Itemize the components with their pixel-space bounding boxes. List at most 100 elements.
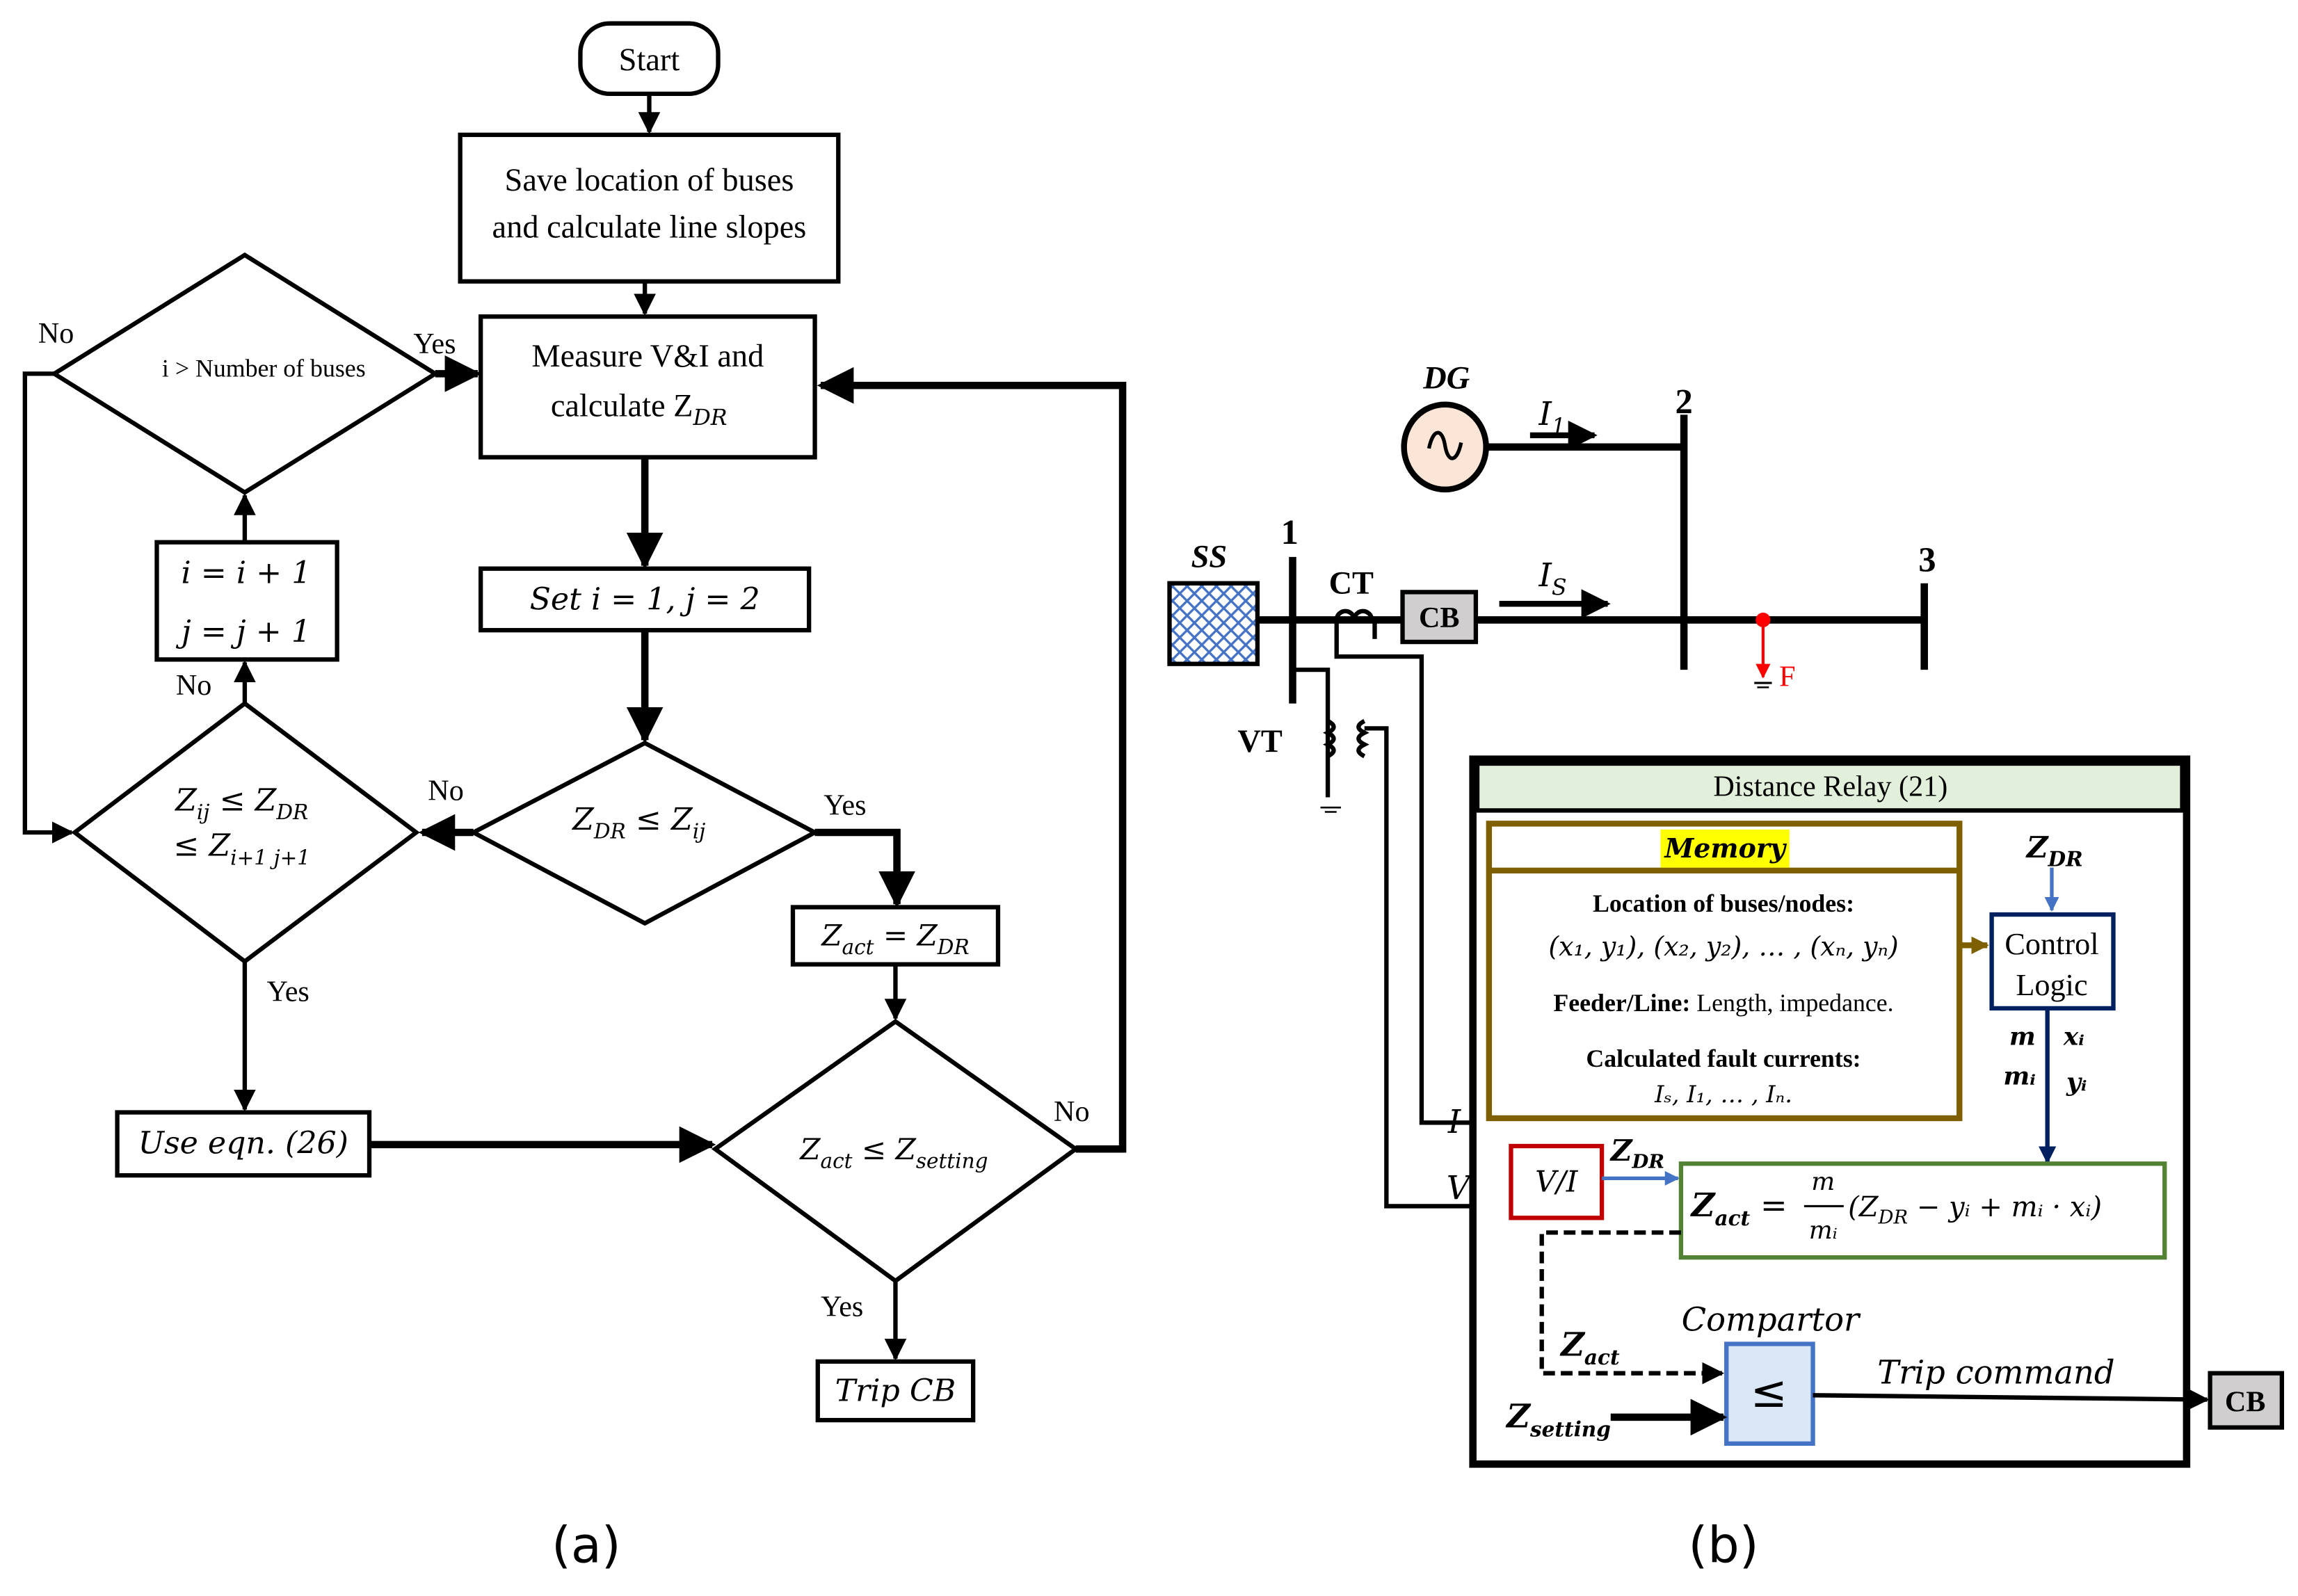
zact-dashed-arrow <box>1539 1230 1725 1385</box>
start-terminal: Start <box>578 21 721 97</box>
memory-fault-values: Iₛ, I₁, … , Iₙ. <box>1654 1081 1792 1108</box>
save-locations-process: Save location of buses and calculate lin… <box>458 132 841 284</box>
ct-label: CT <box>1329 566 1374 602</box>
label-yes-zdr: Yes <box>823 789 866 822</box>
use-eqn-label: Use eqn. (26) <box>138 1126 348 1161</box>
formula-lhs: Zact = <box>1690 1186 1787 1230</box>
decision-zdr-le-zij: ZDR ≤ Zij <box>468 740 820 926</box>
memory-locations-title: Location of buses/nodes: <box>1593 889 1854 917</box>
control-out-m: m <box>2009 1022 2036 1051</box>
substation-icon <box>1167 581 1260 666</box>
label-no-setting: No <box>1054 1095 1089 1128</box>
caption-b: (b) <box>1688 1517 1758 1574</box>
decision-zdr-label: ZDR ≤ Zij <box>571 802 705 844</box>
comparator-symbol: ≤ <box>1751 1366 1787 1417</box>
caption-a: (a) <box>552 1517 621 1574</box>
assign-zact-label: Zact = ZDR <box>820 918 969 959</box>
measure-process: Measure V&I and calculate ZDR <box>478 314 817 460</box>
relay-title: Distance Relay (21) <box>1713 770 1947 803</box>
memory-feeder: Feeder/Line: Length, impedance. <box>1553 989 1893 1017</box>
vi-label: V/I <box>1535 1164 1579 1198</box>
bus-3-label: 3 <box>1918 540 1936 579</box>
vt-coil-icon <box>1323 719 1369 759</box>
i-signal-label: I <box>1447 1103 1462 1140</box>
vt-connection <box>1292 667 1331 798</box>
use-eqn-process: Use eqn. (26) <box>115 1110 372 1178</box>
zsetting-input-label: Zsetting <box>1505 1397 1611 1442</box>
vi-block: V/I <box>1509 1143 1605 1220</box>
save-line2: and calculate line slopes <box>492 209 807 245</box>
decision-zij-range: Zij ≤ ZDR ≤ Zi+1 j+1 <box>71 700 420 965</box>
set-indices-process: Set i = 1, j = 2 <box>478 566 812 633</box>
label-no-buses: No <box>38 317 74 350</box>
flowchart-panel: Start Save location of buses and calcula… <box>22 21 1127 1574</box>
trip-command-arrow <box>1813 1388 2210 1411</box>
assign-zact-process: Zact = ZDR <box>790 905 1001 967</box>
bus-1-label: 1 <box>1281 513 1299 551</box>
arrow-no-loop-to-range <box>22 371 74 844</box>
network-panel: DG I1 2 SS 1 CT I CB IS <box>1167 360 2284 1574</box>
v-signal-label: V <box>1447 1169 1473 1207</box>
ss-label: SS <box>1191 540 1228 575</box>
range-line2: ≤ Zi+1 j+1 <box>173 828 310 870</box>
control-out-yi: yᵢ <box>2066 1067 2087 1097</box>
control-out-mi: mᵢ <box>2003 1062 2035 1091</box>
decision-bus-count: i > Number of buses <box>49 252 440 495</box>
zact-formula-block: Zact = m mᵢ (ZDR − yᵢ + mᵢ · xᵢ) <box>1678 1161 2167 1260</box>
arrow-yes-to-assign <box>814 828 915 908</box>
control-zdr-input-label: ZDR <box>2025 830 2083 871</box>
label-yes-range: Yes <box>267 975 310 1008</box>
trip-cb-label: Trip CB <box>835 1373 956 1409</box>
decision-zact-le-zsetting: Zact ≤ Zsetting <box>711 1019 1080 1284</box>
formula-rhs: (ZDR − yᵢ + mᵢ · xᵢ) <box>1848 1191 2102 1229</box>
save-line1: Save location of buses <box>505 163 794 198</box>
current-signal-wire <box>1334 620 1511 1134</box>
bus-2-label: 2 <box>1675 382 1692 421</box>
zact-input-label: Zact <box>1559 1325 1620 1369</box>
cb-label: CB <box>1419 602 1460 634</box>
control-out-xi: xᵢ <box>2063 1022 2084 1051</box>
label-yes-buses: Yes <box>413 328 456 360</box>
label-no-zdr: No <box>428 775 463 807</box>
memory-block: Memory Location of buses/nodes: (x₁, y₁)… <box>1486 821 1963 1122</box>
increment-process: i = i + 1 j = j + 1 <box>154 540 339 662</box>
memory-fault-title: Calculated fault currents: <box>1586 1045 1861 1072</box>
dg-label: DG <box>1422 360 1470 396</box>
decision-bus-count-label: i > Number of buses <box>162 355 366 382</box>
formula-numerator: m <box>1811 1168 1835 1196</box>
voltage-signal-wire <box>1364 726 1511 1218</box>
vi-out-label: ZDR <box>1609 1133 1664 1173</box>
memory-highlight <box>1660 829 1790 868</box>
measure-line1: Measure V&I and <box>531 339 764 374</box>
trip-command-label: Trip command <box>1877 1353 2114 1391</box>
label-no-range: No <box>176 669 211 702</box>
control-line2: Logic <box>2016 968 2087 1002</box>
set-indices-label: Set i = 1, j = 2 <box>530 582 760 618</box>
comparator-label: Compartor <box>1682 1301 1861 1339</box>
measure-line2: calculate ZDR <box>551 389 728 431</box>
i1-label: I1 <box>1538 395 1566 440</box>
formula-denominator: mᵢ <box>1809 1216 1838 1245</box>
control-line1: Control <box>2004 927 2098 961</box>
decision-setting-label: Zact ≤ Zsetting <box>798 1132 988 1173</box>
relay-header <box>1475 761 2185 813</box>
trip-cb-terminal: Trip CB <box>815 1359 976 1423</box>
dg-generator-icon <box>1401 401 1489 493</box>
fault-label: F <box>1779 660 1795 693</box>
label-yes-setting: Yes <box>821 1290 863 1323</box>
increment-i: i = i + 1 <box>182 556 312 591</box>
output-circuit-breaker: CB <box>2208 1371 2284 1430</box>
arrow-no-loop-to-measure <box>817 366 1127 1153</box>
ct-coil-icon <box>1334 608 1374 620</box>
increment-j: j = j + 1 <box>175 614 311 650</box>
comparator-block: ≤ <box>1724 1341 1815 1446</box>
circuit-breaker: CB <box>1400 590 1479 645</box>
output-cb-label: CB <box>2225 1385 2266 1418</box>
start-label: Start <box>619 42 680 78</box>
distance-relay: Distance Relay (21) Memory Location of b… <box>1469 755 2210 1468</box>
range-line1: Zij ≤ ZDR <box>174 782 308 824</box>
memory-title: Memory <box>1663 832 1787 864</box>
vt-label: VT <box>1237 724 1282 759</box>
memory-locations-values: (x₁, y₁), (x₂, y₂), … , (xₙ, yₙ) <box>1548 931 1898 962</box>
